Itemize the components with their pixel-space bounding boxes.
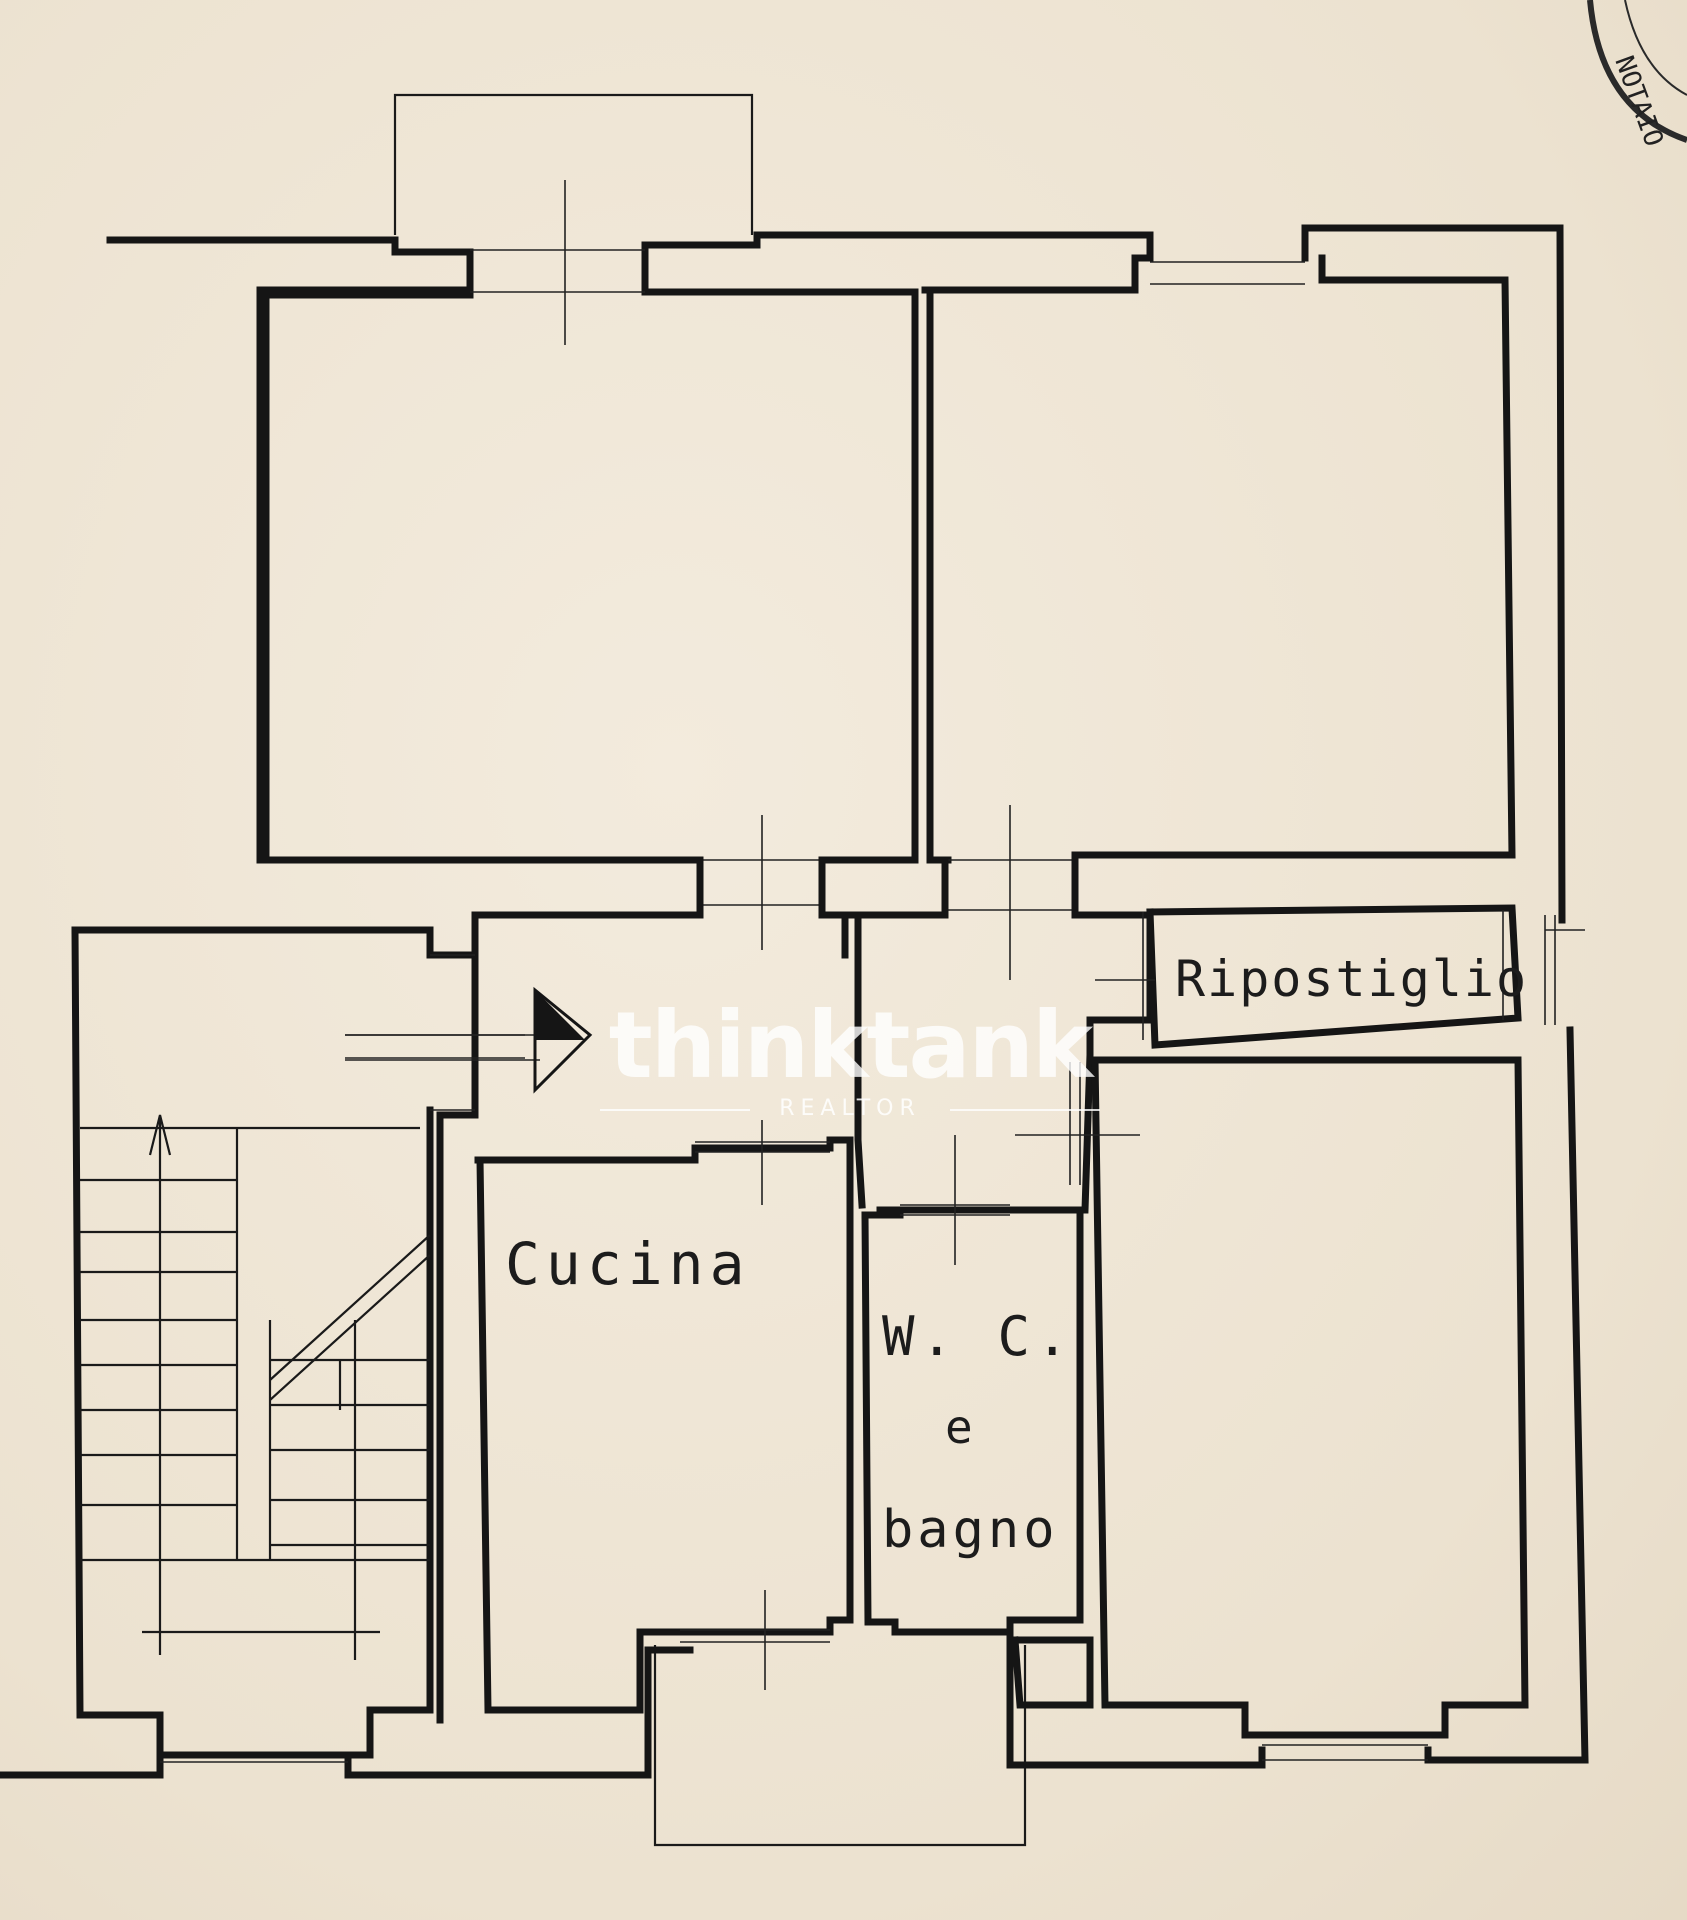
top-balcony <box>393 93 754 235</box>
room-storage <box>1146 904 1522 1049</box>
kitchen-bottom-door <box>680 1590 830 1690</box>
room-label-bathroom: bagno <box>882 1500 1059 1560</box>
wc-door <box>900 1135 1010 1265</box>
room-upper-left <box>256 248 919 864</box>
top-window-left <box>470 249 645 293</box>
small-closet <box>1011 1636 1094 1709</box>
room-label-storage: Ripostiglio <box>1175 950 1529 1008</box>
stairwell-door <box>345 954 525 1111</box>
exterior-wall-top-left <box>106 236 474 864</box>
room-kitchen <box>474 1136 854 1714</box>
bottom-window-right <box>1262 1744 1428 1761</box>
room-label-kitchen: Cucina <box>505 1230 751 1298</box>
staircase <box>80 1114 431 1660</box>
room-label-wc: W. C. <box>882 1305 1075 1368</box>
exterior-wall-bottom <box>0 1026 1589 1779</box>
kitchen-door <box>695 1120 830 1205</box>
hallway-walls <box>436 856 1154 1724</box>
right-side-window <box>1544 915 1585 1025</box>
official-stamp: NOTAIO <box>1587 0 1687 151</box>
room-label-wc-and: e <box>945 1400 979 1454</box>
entry-arrow-fill <box>535 990 585 1040</box>
room-upper-right <box>921 254 1516 864</box>
bottom-balcony <box>653 1645 1027 1847</box>
lower-right-door <box>1015 1062 1140 1185</box>
top-window-right <box>1150 261 1305 285</box>
hallway-divider <box>841 916 866 1209</box>
exterior-wall-top <box>641 224 1566 924</box>
door-mark-hall-left <box>700 815 822 950</box>
door-mark-hall-right <box>948 805 1075 980</box>
svg-text:NOTAIO: NOTAIO <box>1608 52 1668 151</box>
entry-door-lines <box>345 1034 540 1061</box>
room-lower-right <box>1086 1056 1529 1739</box>
storage-door <box>1095 910 1504 1040</box>
